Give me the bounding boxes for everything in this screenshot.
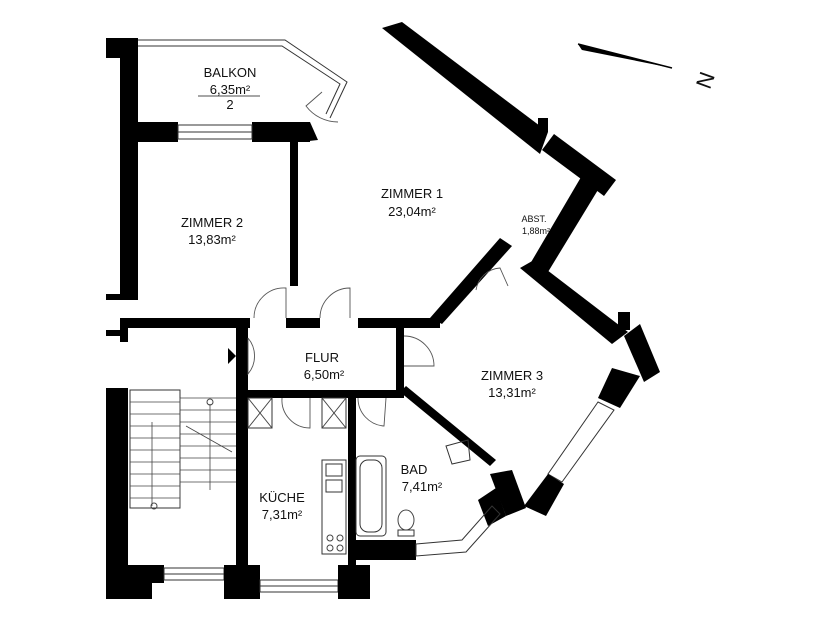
- interior-walls: [120, 140, 512, 574]
- kueche-area: 7,31m²: [262, 507, 303, 522]
- zimmer3-area: 13,31m²: [488, 385, 536, 400]
- zimmer2-name: ZIMMER 2: [181, 215, 243, 230]
- flur-name: FLUR: [305, 350, 339, 365]
- exterior-walls: [106, 22, 660, 599]
- zimmer2-area: 13,83m²: [188, 232, 236, 247]
- balkon-name: BALKON: [204, 65, 257, 80]
- zimmer1-name: ZIMMER 1: [381, 186, 443, 201]
- north-label: N: [691, 68, 720, 91]
- abst-area: 1,88m²: [522, 226, 550, 236]
- kitchen-fixtures: [247, 397, 347, 555]
- balcony-outline: [138, 39, 348, 119]
- bad-area: 7,41m²: [402, 479, 443, 494]
- bad-name: BAD: [401, 462, 428, 477]
- balkon-extra: 2: [226, 97, 233, 112]
- doors: [247, 91, 509, 429]
- zimmer1-area: 23,04m²: [388, 204, 436, 219]
- balkon-area: 6,35m²: [210, 82, 251, 97]
- kueche-name: KÜCHE: [259, 490, 305, 505]
- flur-area: 6,50m²: [304, 367, 345, 382]
- north-arrow: [577, 43, 673, 69]
- bathroom-fixtures: [355, 439, 471, 537]
- zimmer3-name: ZIMMER 3: [481, 368, 543, 383]
- abst-name: ABST.: [521, 214, 546, 224]
- staircase: [129, 348, 236, 510]
